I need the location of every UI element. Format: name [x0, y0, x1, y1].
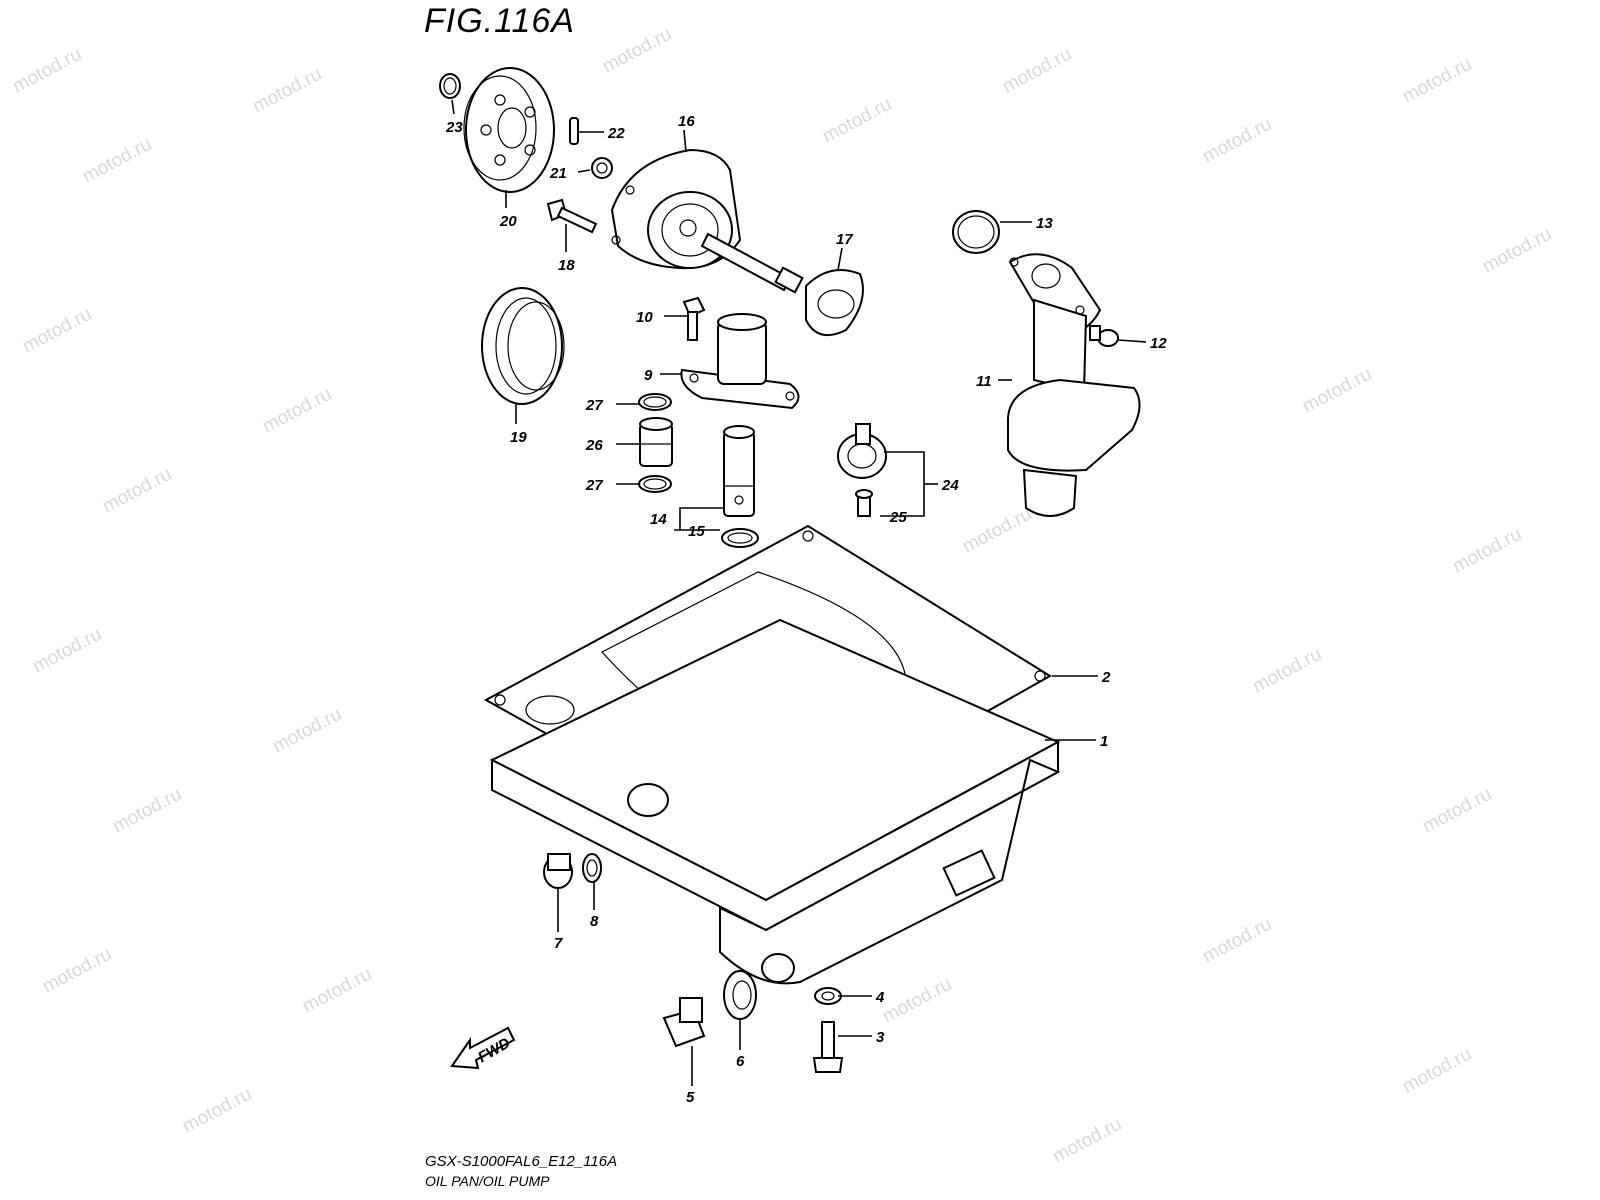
- model-code: GSX-S1000FAL6_E12_116A: [425, 1153, 618, 1170]
- callout-7: 7: [554, 935, 563, 952]
- callout-5: 5: [686, 1089, 695, 1106]
- callout-17: 17: [836, 231, 853, 248]
- part-27-o-ring-upper: [638, 393, 672, 411]
- part-1-oil-pan: [489, 618, 1061, 985]
- part-23-o-ring: [439, 73, 461, 99]
- part-27-o-ring-lower: [638, 475, 672, 493]
- part-19-gear-ring: [481, 287, 565, 405]
- callout-10: 10: [636, 309, 653, 326]
- part-20-sprocket: [463, 67, 555, 193]
- part-26-sleeve: [639, 417, 673, 467]
- part-6-gasket: [723, 970, 757, 1020]
- part-5-drain-bolt: [662, 997, 706, 1048]
- part-13-o-ring: [952, 210, 1000, 254]
- part-8-washer: [582, 853, 602, 883]
- callout-25: 25: [889, 509, 907, 526]
- part-4-washer: [814, 987, 842, 1005]
- part-10-bolt: [682, 296, 706, 341]
- callout-8: 8: [590, 913, 599, 930]
- callout-9: 9: [644, 367, 653, 384]
- callout-15: 15: [688, 523, 705, 540]
- callout-21: 21: [549, 165, 567, 182]
- part-14-relief-valve: [723, 425, 755, 517]
- figure-title: FIG.116A: [424, 2, 575, 40]
- part-3-bolt: [812, 1021, 844, 1073]
- callout-26: 26: [585, 437, 603, 454]
- callout-11: 11: [976, 373, 992, 390]
- part-16-oil-pump: [610, 148, 804, 294]
- forward-direction-arrow: FWD: [450, 1026, 516, 1070]
- callout-19: 19: [510, 429, 527, 446]
- part-11-oil-strainer: [1007, 253, 1141, 517]
- callout-14: 14: [650, 511, 667, 528]
- callout-3: 3: [876, 1029, 885, 1046]
- diagram-caption: OIL PAN/OIL PUMP: [425, 1173, 550, 1189]
- part-12-bolt: [1089, 325, 1119, 347]
- callout-20: 20: [499, 213, 517, 230]
- part-7-plug: [543, 853, 573, 889]
- part-25-screw: [855, 489, 873, 517]
- callout-2: 2: [1101, 669, 1111, 686]
- part-17-gasket: [805, 269, 864, 337]
- callout-labels: 1 2 3 4 5 6 7 8 9 10 11 12 13 14 15 16 1…: [445, 113, 1167, 1106]
- part-9-strainer-housing: [680, 313, 800, 410]
- callout-23: 23: [445, 119, 463, 136]
- callout-1: 1: [1100, 733, 1108, 750]
- callout-16: 16: [678, 113, 695, 130]
- callout-6: 6: [736, 1053, 745, 1070]
- part-21-washer: [591, 157, 613, 179]
- callout-27-lower: 27: [585, 477, 603, 494]
- leader-lines: [451, 99, 1147, 1086]
- part-22-pin: [569, 117, 579, 145]
- callout-18: 18: [558, 257, 575, 274]
- callout-22: 22: [607, 125, 625, 142]
- part-15-o-ring: [721, 528, 759, 548]
- part-24-oil-pressure-switch: [837, 423, 887, 479]
- callout-24: 24: [941, 477, 959, 494]
- callout-27-upper: 27: [585, 397, 603, 414]
- callout-4: 4: [875, 989, 885, 1006]
- callout-13: 13: [1036, 215, 1053, 232]
- part-18-bolt: [546, 198, 598, 234]
- callout-12: 12: [1150, 335, 1167, 352]
